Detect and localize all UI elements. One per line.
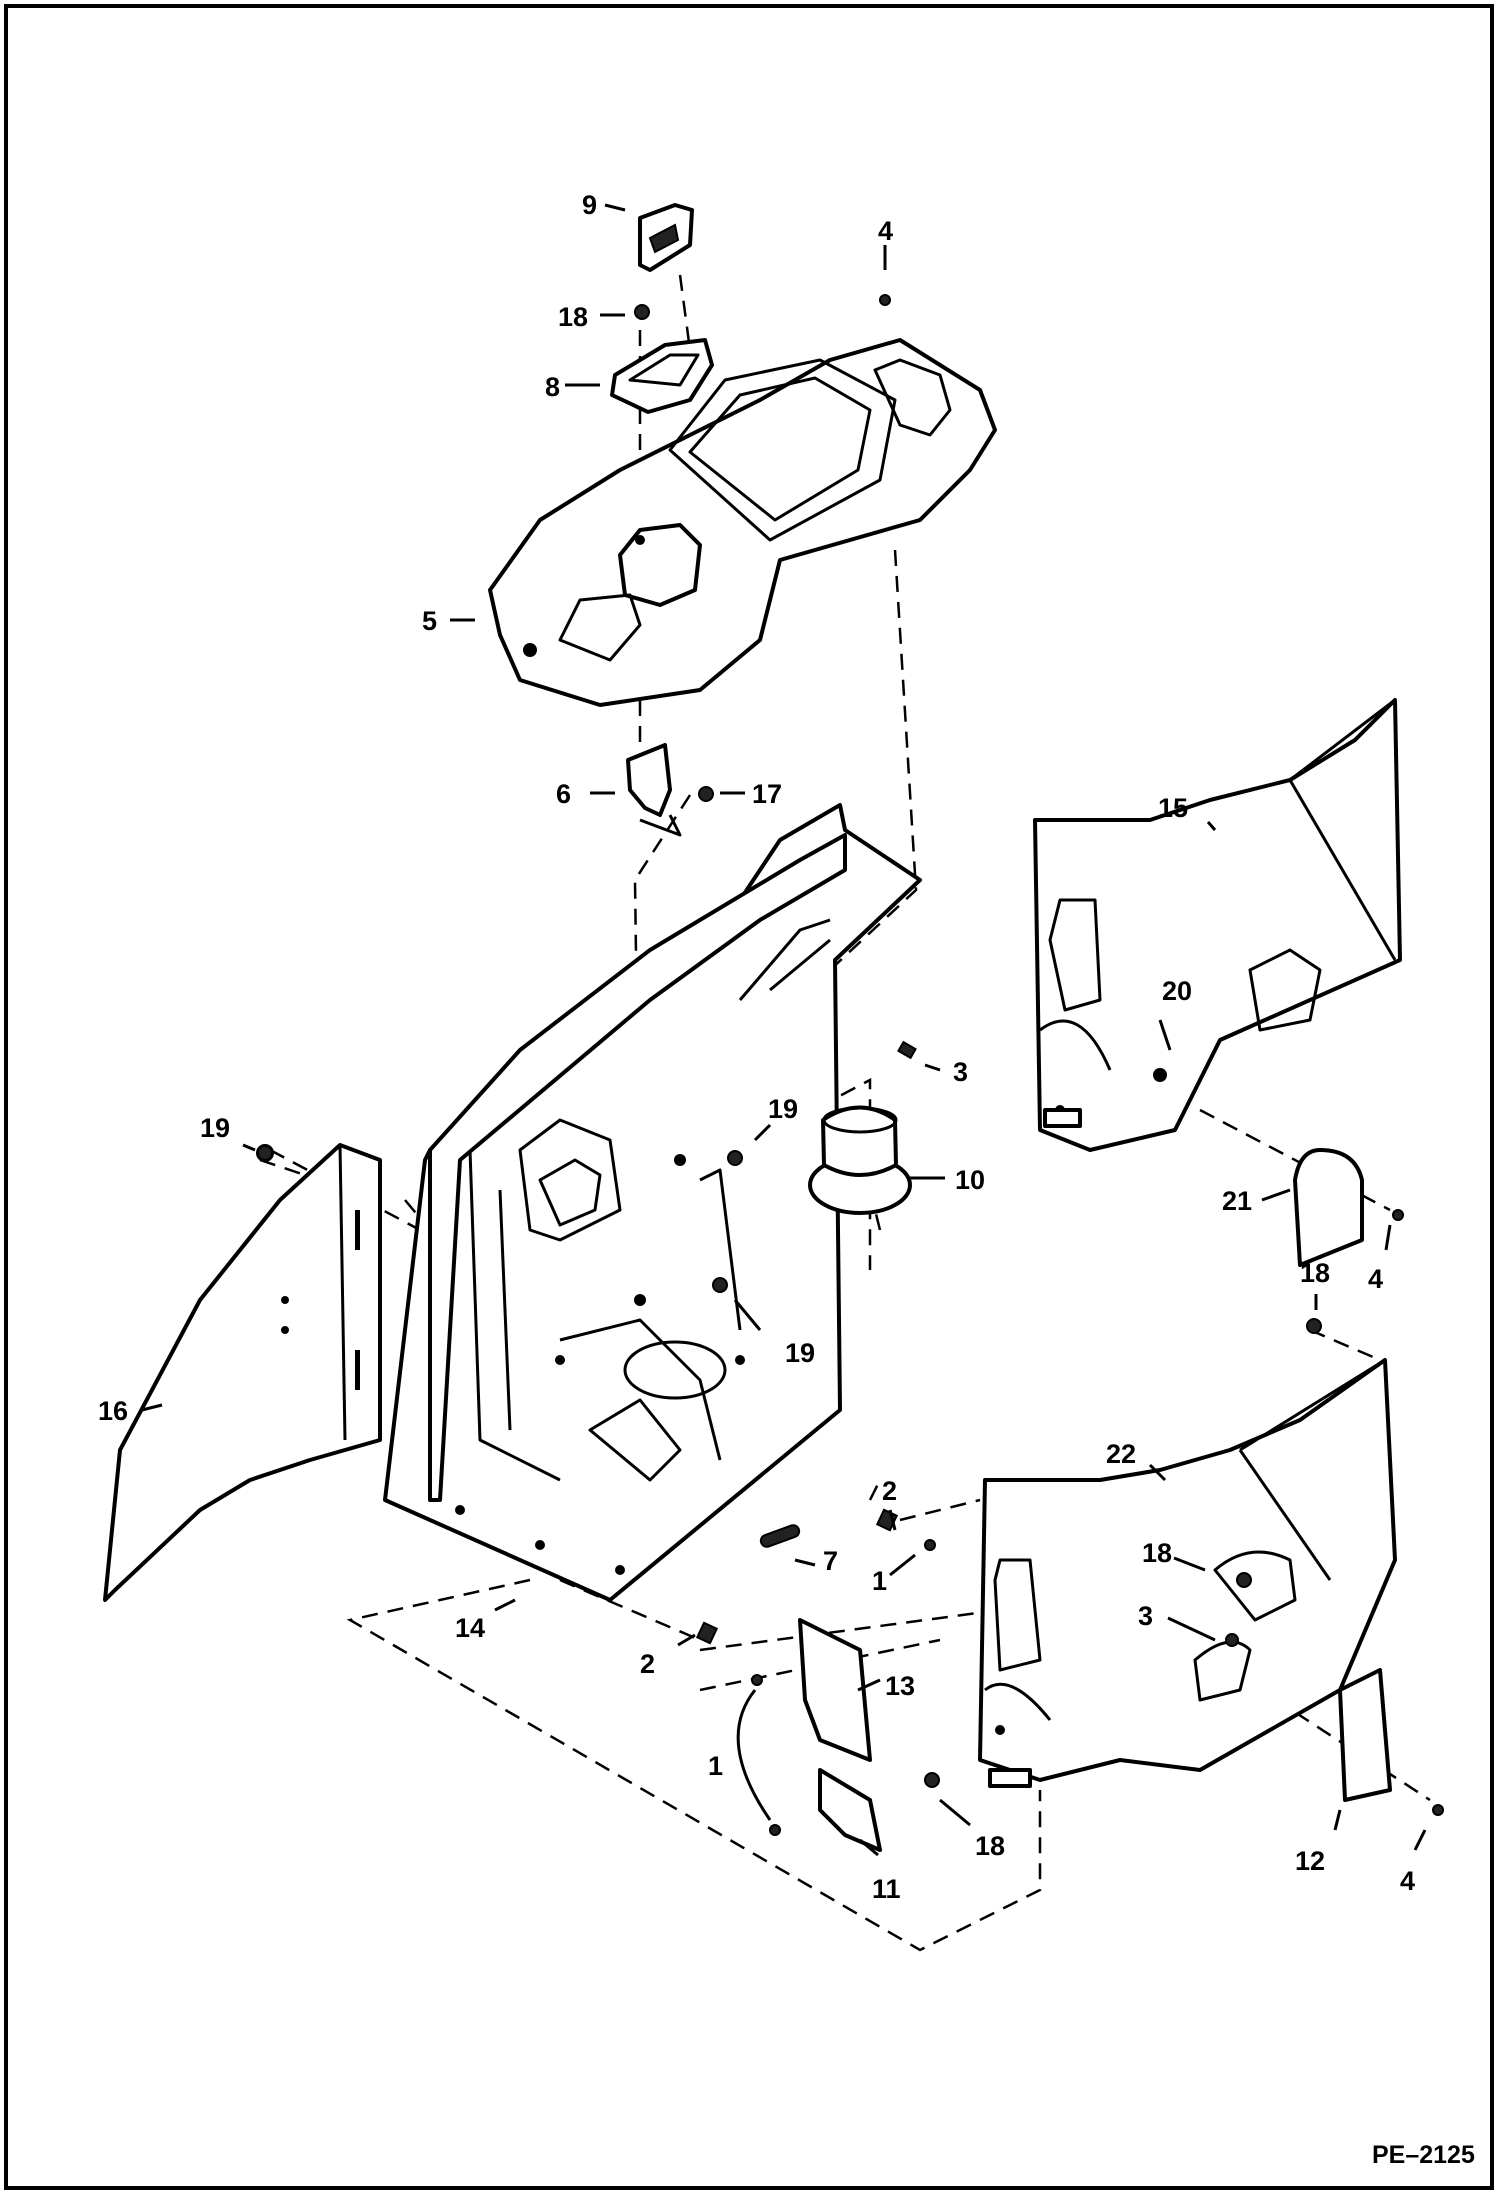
part-19-bolt-upper	[727, 1150, 743, 1166]
part-9-handle-cap	[638, 203, 694, 272]
part-12-cover-plate	[1338, 1668, 1392, 1802]
part-21-cover-plate	[1293, 1148, 1364, 1267]
part-4-screw-top	[879, 294, 891, 306]
callout-8: 8	[545, 372, 560, 402]
callout-18: 18	[1300, 1258, 1330, 1288]
callout-4: 4	[1368, 1264, 1383, 1294]
part-4-screw-right	[1392, 1209, 1404, 1221]
part-19-bolt-left	[257, 1145, 273, 1161]
part-2-clip-lower	[695, 1621, 719, 1645]
hardware	[257, 294, 1444, 1836]
part-1-screw-right	[924, 1539, 936, 1551]
callout-1: 1	[708, 1751, 723, 1781]
callout-14: 14	[455, 1613, 485, 1643]
part-15-right-upper-panel	[1033, 698, 1402, 1152]
part-13-cover-plate	[798, 1618, 872, 1762]
part-1-screw-lower	[769, 1824, 781, 1836]
part-7-grommet	[759, 1524, 801, 1548]
callout-12: 12	[1295, 1846, 1325, 1876]
callout-18: 18	[1142, 1538, 1172, 1568]
callout-7: 7	[823, 1546, 838, 1576]
leader-lines	[141, 203, 1427, 1857]
part-1-screw-upper	[751, 1674, 763, 1686]
callout-19: 19	[768, 1094, 798, 1124]
part-17-screw	[698, 786, 714, 802]
callout-10: 10	[955, 1165, 985, 1195]
callout-19: 19	[200, 1113, 230, 1143]
callout-2: 2	[640, 1649, 655, 1679]
callout-18: 18	[975, 1831, 1005, 1861]
callout-15: 15	[1158, 793, 1188, 823]
callout-18: 18	[558, 302, 588, 332]
callout-1: 1	[872, 1566, 887, 1596]
callout-3: 3	[953, 1057, 968, 1087]
callout-labels: 9 4 18 8 5 6 17 15 20 3 19 19 10 21 4 18…	[98, 190, 1415, 1904]
callout-13: 13	[885, 1671, 915, 1701]
part-16-left-panel	[103, 1143, 382, 1602]
callout-9: 9	[582, 190, 597, 220]
part-18-screw-bottom	[924, 1772, 940, 1788]
part-14-console-frame	[383, 803, 922, 1602]
part-19-bolt-lower	[712, 1277, 728, 1293]
page-border	[4, 4, 1494, 2190]
callout-6: 6	[556, 779, 571, 809]
part-10-boot	[808, 1105, 912, 1215]
callout-3: 3	[1138, 1601, 1153, 1631]
drawing-code: PE–2125	[1372, 2141, 1475, 2169]
part-4-screw-bottom	[1432, 1804, 1444, 1816]
callout-19: 19	[785, 1338, 815, 1368]
part-5-console-housing	[488, 338, 997, 707]
callout-16: 16	[98, 1396, 128, 1426]
callout-2: 2	[882, 1476, 897, 1506]
part-3-clip-panel	[1225, 1633, 1239, 1647]
part-22-right-lower-panel	[978, 1358, 1397, 1788]
part-6-bracket	[626, 743, 682, 837]
part-3-clip-upper	[897, 1040, 917, 1060]
part-8-switch-housing	[610, 304, 714, 414]
callout-5: 5	[422, 606, 437, 636]
part-18-screw-panel	[1236, 1572, 1252, 1588]
callout-17: 17	[752, 779, 782, 809]
part-11-cover-plate	[818, 1768, 882, 1852]
callout-4: 4	[1400, 1866, 1415, 1896]
part-18-screw-mid	[1306, 1318, 1322, 1334]
callout-4: 4	[878, 216, 893, 246]
callout-11: 11	[872, 1874, 901, 1904]
callout-20: 20	[1162, 976, 1192, 1006]
callout-21: 21	[1222, 1186, 1252, 1216]
callout-22: 22	[1106, 1439, 1136, 1469]
